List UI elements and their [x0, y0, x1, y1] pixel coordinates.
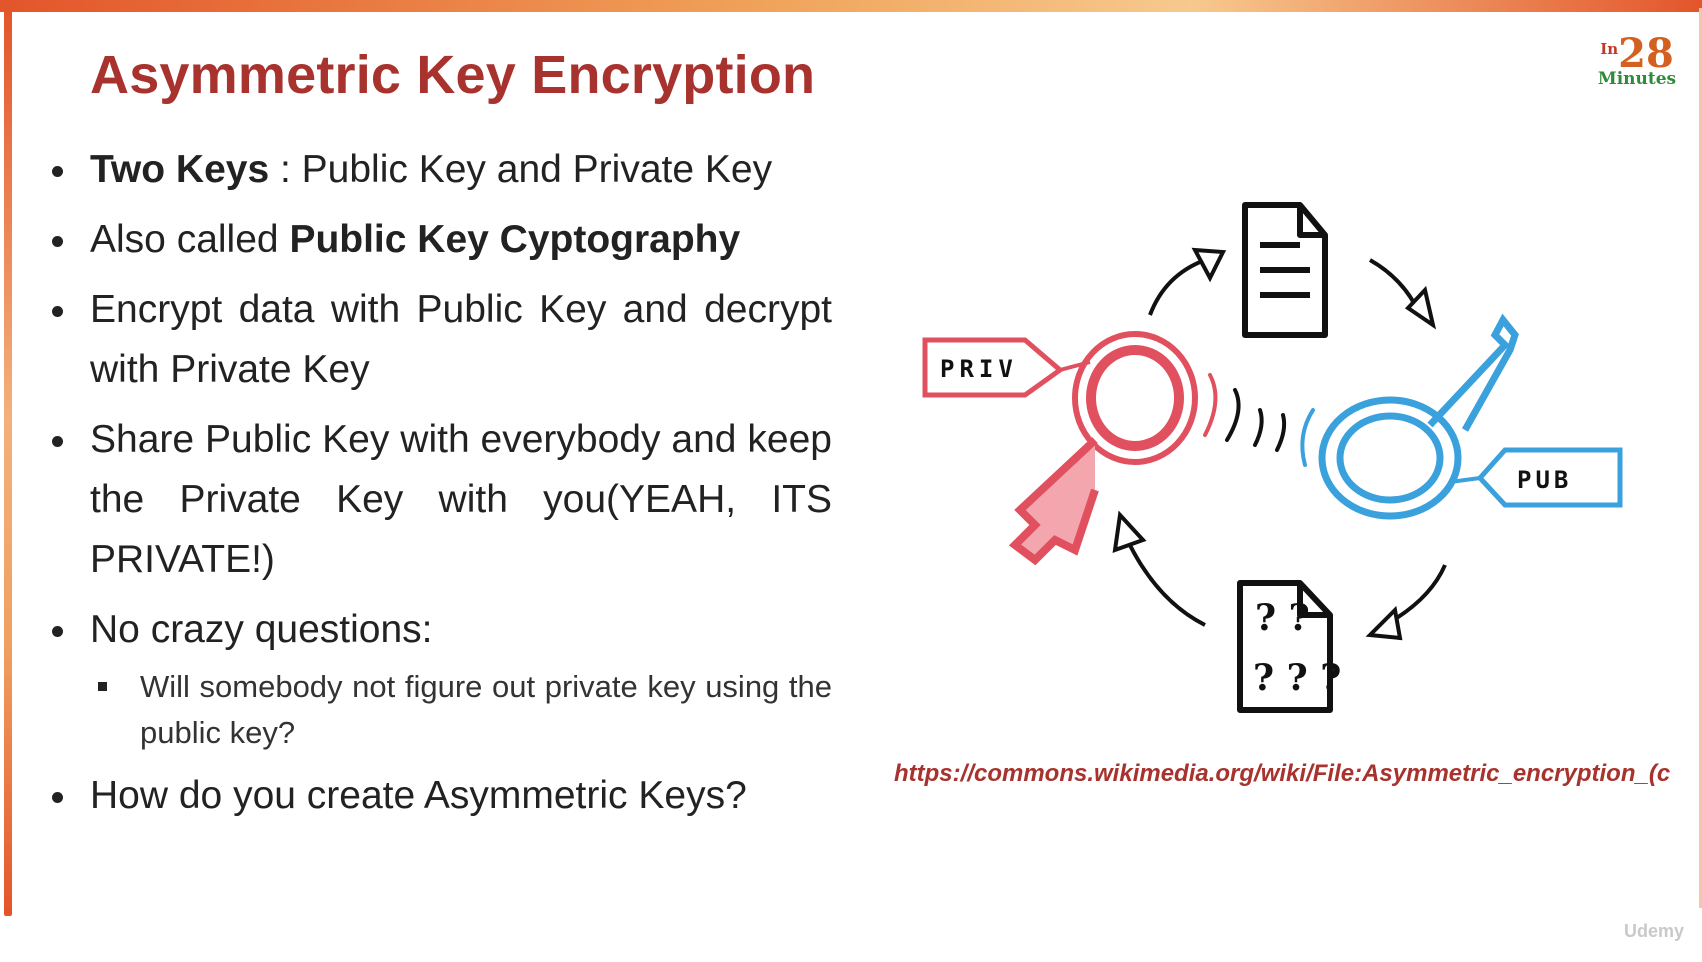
private-key-icon	[1008, 331, 1198, 566]
bullet-text: Share Public Key with everybody and keep…	[90, 418, 832, 581]
bullet-list: Two Keys : Public Key and Private Key Al…	[50, 140, 832, 836]
bullet-dot	[52, 166, 63, 177]
bullet-two-keys: Two Keys : Public Key and Private Key	[50, 140, 832, 200]
public-key-label: PUB	[1517, 466, 1572, 494]
asymmetric-encryption-diagram: ? ? ? ? ? PRIV PUB	[922, 202, 1623, 713]
udemy-watermark: Udemy	[1623, 921, 1684, 941]
signal-waves	[1203, 373, 1315, 467]
public-key-icon	[1318, 313, 1519, 520]
logo-number: 28	[1618, 30, 1674, 77]
bullet-text: Also called	[90, 218, 290, 261]
in28minutes-logo: In28 Minutes	[1592, 30, 1682, 100]
document-icon	[1242, 202, 1328, 338]
bullet-text: How do you create Asymmetric Keys?	[90, 774, 747, 817]
bullet-share: Share Public Key with everybody and keep…	[50, 410, 832, 590]
bullet-text: Encrypt data with Public Key and decrypt…	[90, 288, 832, 391]
cipher-text-line-1: ? ?	[1255, 597, 1310, 639]
slide-top-border	[0, 0, 1702, 12]
slide-title: Asymmetric Key Encryption	[90, 45, 816, 105]
bullet-text: : Public Key and Private Key	[269, 148, 773, 191]
public-key-tag: PUB	[1449, 447, 1623, 508]
bullet-dot	[52, 436, 63, 447]
slide-left-border	[4, 8, 12, 916]
bullet-dot	[52, 792, 63, 803]
bullet-dot	[52, 306, 63, 317]
encrypted-document-icon: ? ? ? ? ?	[1237, 580, 1341, 713]
bullet-bold: Public Key Cyptography	[289, 218, 741, 261]
bullet-text: No crazy questions:	[90, 608, 433, 651]
sub-bullet-square	[98, 682, 107, 691]
image-source-link[interactable]: https://commons.wikimedia.org/wiki/File:…	[894, 760, 1671, 787]
bullet-no-crazy-questions: No crazy questions: Will somebody not fi…	[50, 600, 832, 756]
bullet-dot	[52, 236, 63, 247]
bullet-dot	[52, 626, 63, 637]
bullet-encrypt: Encrypt data with Public Key and decrypt…	[50, 280, 832, 400]
sub-bullet-text: Will somebody not figure out private key…	[140, 669, 832, 750]
sub-bullet-list: Will somebody not figure out private key…	[90, 664, 832, 756]
bullet-bold: Two Keys	[90, 148, 270, 191]
sub-bullet-figure-out: Will somebody not figure out private key…	[90, 664, 832, 756]
slide-right-border	[1699, 8, 1702, 908]
private-key-tag: PRIV	[922, 337, 1091, 398]
bullet-create-keys: How do you create Asymmetric Keys?	[50, 766, 832, 826]
cipher-text-line-2: ? ? ?	[1253, 657, 1341, 699]
bullet-also-called: Also called Public Key Cyptography	[50, 210, 832, 270]
logo-word: Minutes	[1597, 69, 1677, 89]
cycle-arrows	[1112, 247, 1447, 641]
logo-prefix: In	[1600, 40, 1619, 58]
private-key-label: PRIV	[940, 355, 1018, 383]
